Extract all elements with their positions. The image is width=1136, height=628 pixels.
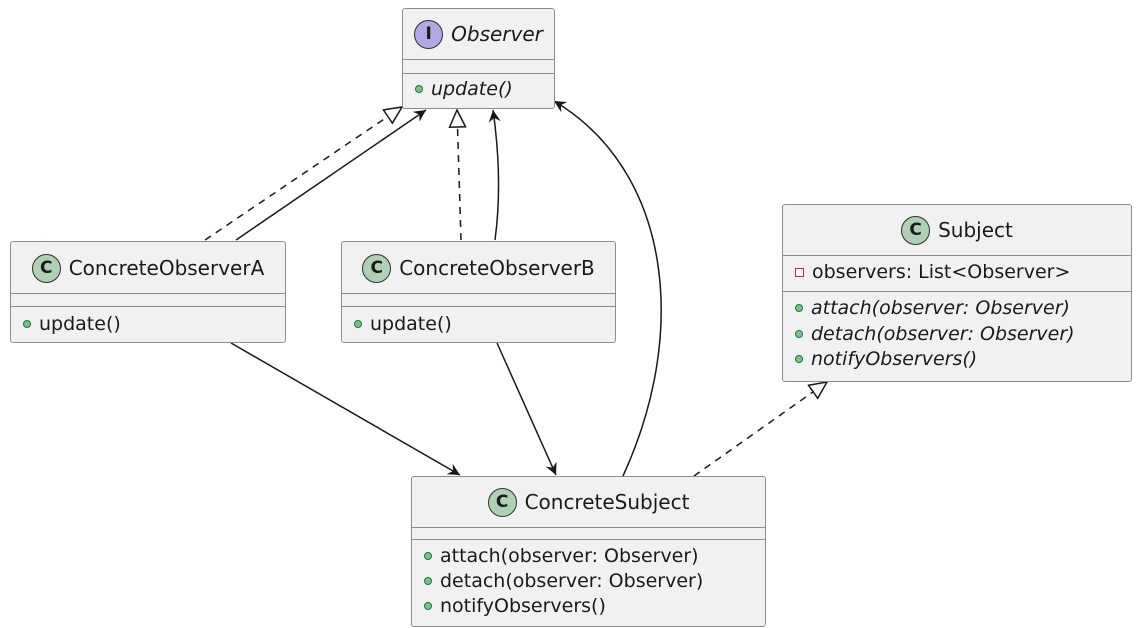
method-row: attach(observer: Observer) <box>795 297 1070 319</box>
interface-badge-icon: I <box>414 19 444 49</box>
edge-concrete-subject-to-observer <box>553 100 662 477</box>
edge-observer-a-to-observer <box>235 109 427 241</box>
method-text: update() <box>370 313 452 335</box>
method-text: attach(observer: Observer) <box>811 297 1070 319</box>
class-concrete-subject[interactable]: C ConcreteSubject attach(observer: Obser… <box>411 476 766 627</box>
public-visibility-icon <box>795 304 803 312</box>
method-row: notifyObservers() <box>424 595 606 617</box>
class-name: Subject <box>938 218 1013 242</box>
edge-observer-a-realizes-observer <box>204 107 402 241</box>
method-row: update() <box>415 78 513 100</box>
class-observer[interactable]: I Observer update() <box>402 8 555 109</box>
method-row: notifyObservers() <box>795 348 977 370</box>
class-concrete-observer-a[interactable]: C ConcreteObserverA update() <box>10 241 286 343</box>
edge-observer-b-realizes-observer <box>457 110 461 241</box>
class-badge-icon: C <box>31 253 61 283</box>
method-text: detach(observer: Observer) <box>811 323 1075 345</box>
public-visibility-icon <box>354 320 362 328</box>
edge-observer-b-to-observer <box>488 109 501 241</box>
method-text: notifyObservers() <box>440 595 606 617</box>
class-badge-icon: C <box>901 215 931 245</box>
class-name: ConcreteObserverA <box>68 256 265 280</box>
class-name: Observer <box>451 22 543 46</box>
class-name: ConcreteObserverB <box>399 256 595 280</box>
public-visibility-icon <box>424 577 432 585</box>
method-text: detach(observer: Observer) <box>440 570 704 592</box>
private-visibility-icon <box>795 267 804 277</box>
class-concrete-observer-b[interactable]: C ConcreteObserverB update() <box>341 241 616 343</box>
method-row: update() <box>23 313 121 335</box>
edge-observer-a-to-concrete-subject <box>230 342 461 476</box>
method-row: update() <box>354 313 452 335</box>
method-text: update() <box>39 313 121 335</box>
method-text: notifyObservers() <box>811 348 978 370</box>
field-row: observers: List<Observer> <box>795 261 1070 283</box>
class-subject[interactable]: C Subject observers: List<Observer> atta… <box>782 204 1132 382</box>
class-badge-icon: C <box>362 253 392 283</box>
public-visibility-icon <box>795 330 803 338</box>
class-badge-icon: C <box>487 487 517 517</box>
public-visibility-icon <box>795 355 803 363</box>
field-text: observers: List<Observer> <box>812 261 1071 283</box>
method-row: detach(observer: Observer) <box>795 323 1075 345</box>
public-visibility-icon <box>23 320 31 328</box>
public-visibility-icon <box>424 552 432 560</box>
method-row: detach(observer: Observer) <box>424 570 703 592</box>
method-text: attach(observer: Observer) <box>440 545 699 567</box>
edge-observer-b-to-concrete-subject <box>496 342 557 476</box>
edge-concrete-subject-realizes-subject <box>693 382 827 477</box>
public-visibility-icon <box>415 85 423 93</box>
public-visibility-icon <box>424 602 432 610</box>
class-name: ConcreteSubject <box>524 490 690 514</box>
method-row: attach(observer: Observer) <box>424 545 699 567</box>
method-text: update() <box>431 78 513 100</box>
